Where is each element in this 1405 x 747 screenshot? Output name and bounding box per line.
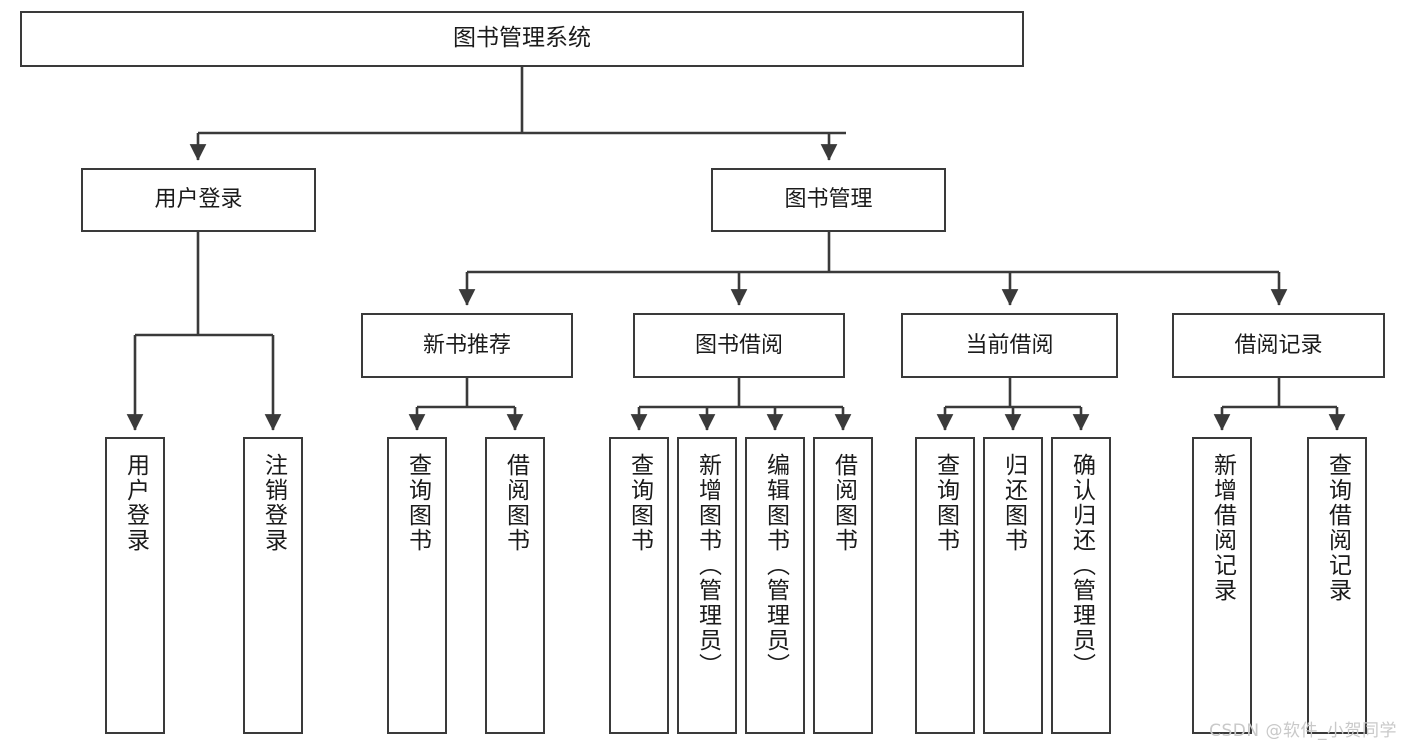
leaf-add-book[interactable]: 新增图书（管理员） [677, 437, 737, 734]
leaf-add-borrow-record-label: 新增借阅记录 [1209, 453, 1236, 603]
leaf-query-book-borrow[interactable]: 查询图书 [609, 437, 669, 734]
node-book-manage-label: 图书管理 [784, 187, 873, 213]
node-root-label: 图书管理系统 [453, 25, 591, 52]
leaf-return-book-label: 归还图书 [1000, 453, 1027, 553]
leaf-edit-book[interactable]: 编辑图书（管理员） [745, 437, 805, 734]
leaf-query-borrow-record-label: 查询借阅记录 [1324, 453, 1351, 603]
leaf-borrow-book[interactable]: 借阅图书 [813, 437, 873, 734]
leaf-confirm-return-label: 确认归还（管理员） [1068, 453, 1095, 678]
leaf-user-login[interactable]: 用户登录 [105, 437, 165, 734]
leaf-query-book-current-label: 查询图书 [932, 453, 959, 553]
leaf-add-book-label: 新增图书（管理员） [694, 453, 721, 678]
leaf-return-book[interactable]: 归还图书 [983, 437, 1043, 734]
leaf-query-book-current[interactable]: 查询图书 [915, 437, 975, 734]
node-current-borrow[interactable]: 当前借阅 [901, 313, 1118, 378]
node-current-borrow-label: 当前借阅 [965, 332, 1054, 358]
leaf-borrow-book-new[interactable]: 借阅图书 [485, 437, 545, 734]
node-borrow-record[interactable]: 借阅记录 [1172, 313, 1385, 378]
leaf-borrow-book-label: 借阅图书 [830, 453, 857, 553]
leaf-confirm-return[interactable]: 确认归还（管理员） [1051, 437, 1111, 734]
node-new-book-recommend[interactable]: 新书推荐 [361, 313, 573, 378]
node-user-login-label: 用户登录 [154, 187, 243, 213]
leaf-edit-book-label: 编辑图书（管理员） [762, 453, 789, 678]
node-borrow-record-label: 借阅记录 [1234, 332, 1323, 358]
leaf-user-login-label: 用户登录 [122, 453, 149, 553]
leaf-borrow-book-new-label: 借阅图书 [502, 453, 529, 553]
leaf-query-book-new[interactable]: 查询图书 [387, 437, 447, 734]
leaf-query-borrow-record[interactable]: 查询借阅记录 [1307, 437, 1367, 734]
node-book-manage[interactable]: 图书管理 [711, 168, 946, 232]
leaf-query-book-borrow-label: 查询图书 [626, 453, 653, 553]
node-user-login[interactable]: 用户登录 [81, 168, 316, 232]
node-book-borrow[interactable]: 图书借阅 [633, 313, 845, 378]
node-root[interactable]: 图书管理系统 [20, 11, 1024, 67]
node-book-borrow-label: 图书借阅 [694, 332, 783, 358]
node-new-book-recommend-label: 新书推荐 [422, 332, 511, 358]
leaf-query-book-new-label: 查询图书 [404, 453, 431, 553]
leaf-logout-label: 注销登录 [260, 453, 287, 553]
leaf-logout[interactable]: 注销登录 [243, 437, 303, 734]
csdn-watermark: CSDN @软件_小贺同学 [1209, 721, 1397, 741]
leaf-add-borrow-record[interactable]: 新增借阅记录 [1192, 437, 1252, 734]
